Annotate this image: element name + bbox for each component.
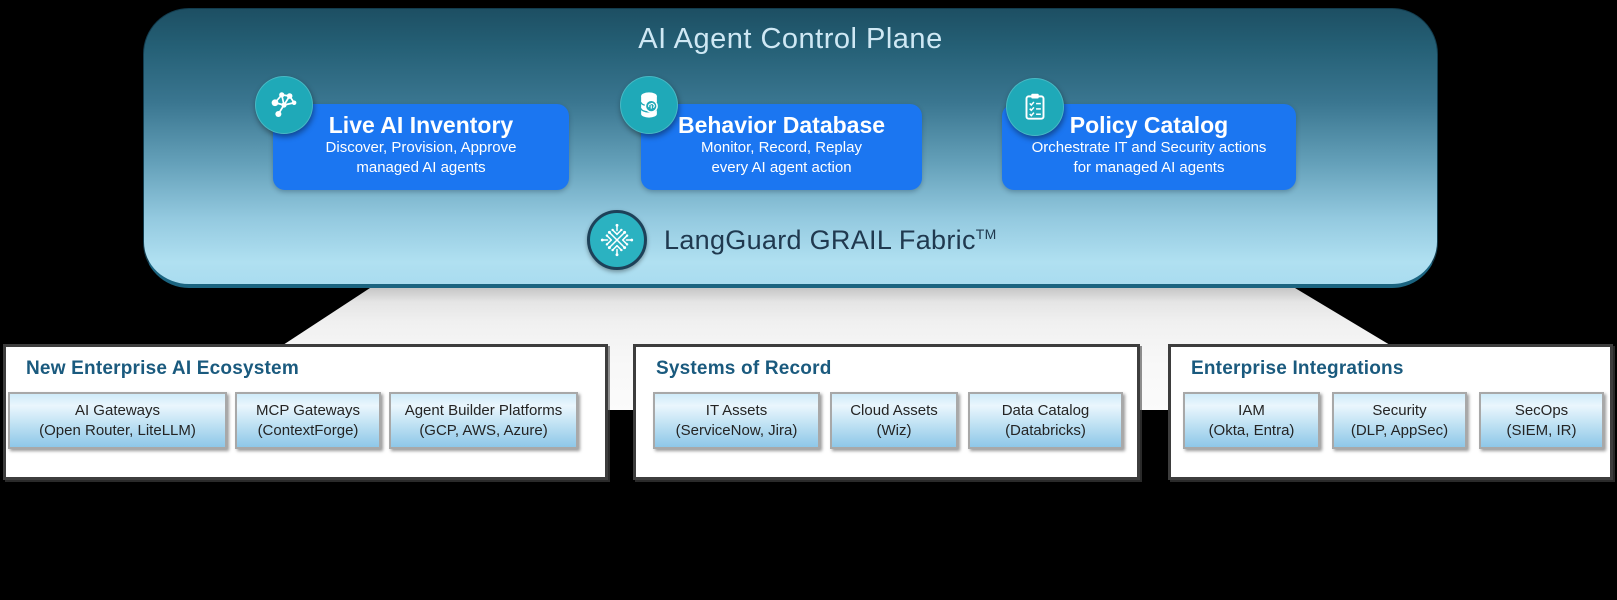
item-line1: AI Gateways (74, 402, 161, 420)
card-subtitle-line: managed AI agents (356, 159, 486, 177)
network-graph-icon (255, 76, 313, 134)
item-line2: (ServiceNow, Jira) (675, 421, 798, 439)
item-iam: IAM (Okta, Entra) (1183, 392, 1320, 449)
item-line2: (DLP, AppSec) (1350, 421, 1449, 439)
group-items: IT Assets (ServiceNow, Jira) Cloud Asset… (653, 392, 1123, 449)
item-line2: (SIEM, IR) (1506, 421, 1577, 439)
card-subtitle-line: Orchestrate IT and Security actions (1031, 139, 1267, 157)
item-line2: (Wiz) (876, 421, 912, 439)
item-line2: (GCP, AWS, Azure) (419, 421, 548, 439)
trademark-symbol: TM (975, 225, 997, 242)
card-subtitle-line: for managed AI agents (1073, 159, 1225, 177)
item-line1: Agent Builder Platforms (404, 402, 563, 420)
group-title: New Enterprise AI Ecosystem (26, 358, 299, 379)
database-brain-icon (620, 76, 678, 134)
clipboard-checklist-icon (1006, 78, 1064, 136)
panel-title: AI Agent Control Plane (638, 23, 943, 55)
item-line2: (ContextForge) (257, 421, 359, 439)
fabric-name: LangGuard GRAIL Fabric (664, 224, 976, 255)
control-plane-panel: AI Agent Control Plane Live AI Inventory… (143, 8, 1438, 288)
item-line1: Data Catalog (1001, 402, 1090, 420)
item-agent-builder-platforms: Agent Builder Platforms (GCP, AWS, Azure… (389, 392, 578, 449)
item-security: Security (DLP, AppSec) (1332, 392, 1467, 449)
item-line1: SecOps (1514, 402, 1569, 420)
card-title: Policy Catalog (1069, 112, 1229, 138)
card-subtitle-line: Monitor, Record, Replay (701, 139, 862, 157)
card-policy-catalog: Policy Catalog Orchestrate IT and Securi… (1002, 104, 1296, 190)
item-line1: Cloud Assets (850, 402, 938, 420)
fabric-label: LangGuard GRAIL FabricTM (664, 225, 997, 256)
circuit-chip-icon (587, 210, 647, 270)
item-ai-gateways: AI Gateways (Open Router, LiteLLM) (8, 392, 227, 449)
item-secops: SecOps (SIEM, IR) (1479, 392, 1604, 449)
group-title: Enterprise Integrations (1191, 358, 1404, 379)
item-line1: IAM (1238, 402, 1265, 420)
card-subtitle-line: Discover, Provision, Approve (325, 139, 517, 157)
group-items: AI Gateways (Open Router, LiteLLM) MCP G… (8, 392, 578, 449)
item-data-catalog: Data Catalog (Databricks) (968, 392, 1123, 449)
item-mcp-gateways: MCP Gateways (ContextForge) (235, 392, 381, 449)
item-line2: (Okta, Entra) (1208, 421, 1295, 439)
item-it-assets: IT Assets (ServiceNow, Jira) (653, 392, 820, 449)
group-items: IAM (Okta, Entra) Security (DLP, AppSec)… (1183, 392, 1604, 449)
item-line2: (Databricks) (1005, 421, 1086, 439)
card-subtitle-line: every AI agent action (711, 159, 852, 177)
card-title: Behavior Database (677, 112, 886, 138)
card-title: Live AI Inventory (328, 112, 514, 138)
group-systems-of-record: Systems of Record IT Assets (ServiceNow,… (633, 344, 1140, 480)
item-cloud-assets: Cloud Assets (Wiz) (830, 392, 958, 449)
item-line1: IT Assets (705, 402, 768, 420)
group-new-enterprise-ai-ecosystem: New Enterprise AI Ecosystem AI Gateways … (3, 344, 608, 480)
grail-fabric: LangGuard GRAIL FabricTM (587, 210, 997, 270)
item-line2: (Open Router, LiteLLM) (39, 421, 196, 439)
card-behavior-database: Behavior Database Monitor, Record, Repla… (641, 104, 922, 190)
item-line1: MCP Gateways (256, 402, 360, 420)
card-live-ai-inventory: Live AI Inventory Discover, Provision, A… (273, 104, 569, 190)
group-title: Systems of Record (656, 358, 832, 379)
group-enterprise-integrations: Enterprise Integrations IAM (Okta, Entra… (1168, 344, 1613, 480)
item-line1: Security (1372, 402, 1427, 420)
